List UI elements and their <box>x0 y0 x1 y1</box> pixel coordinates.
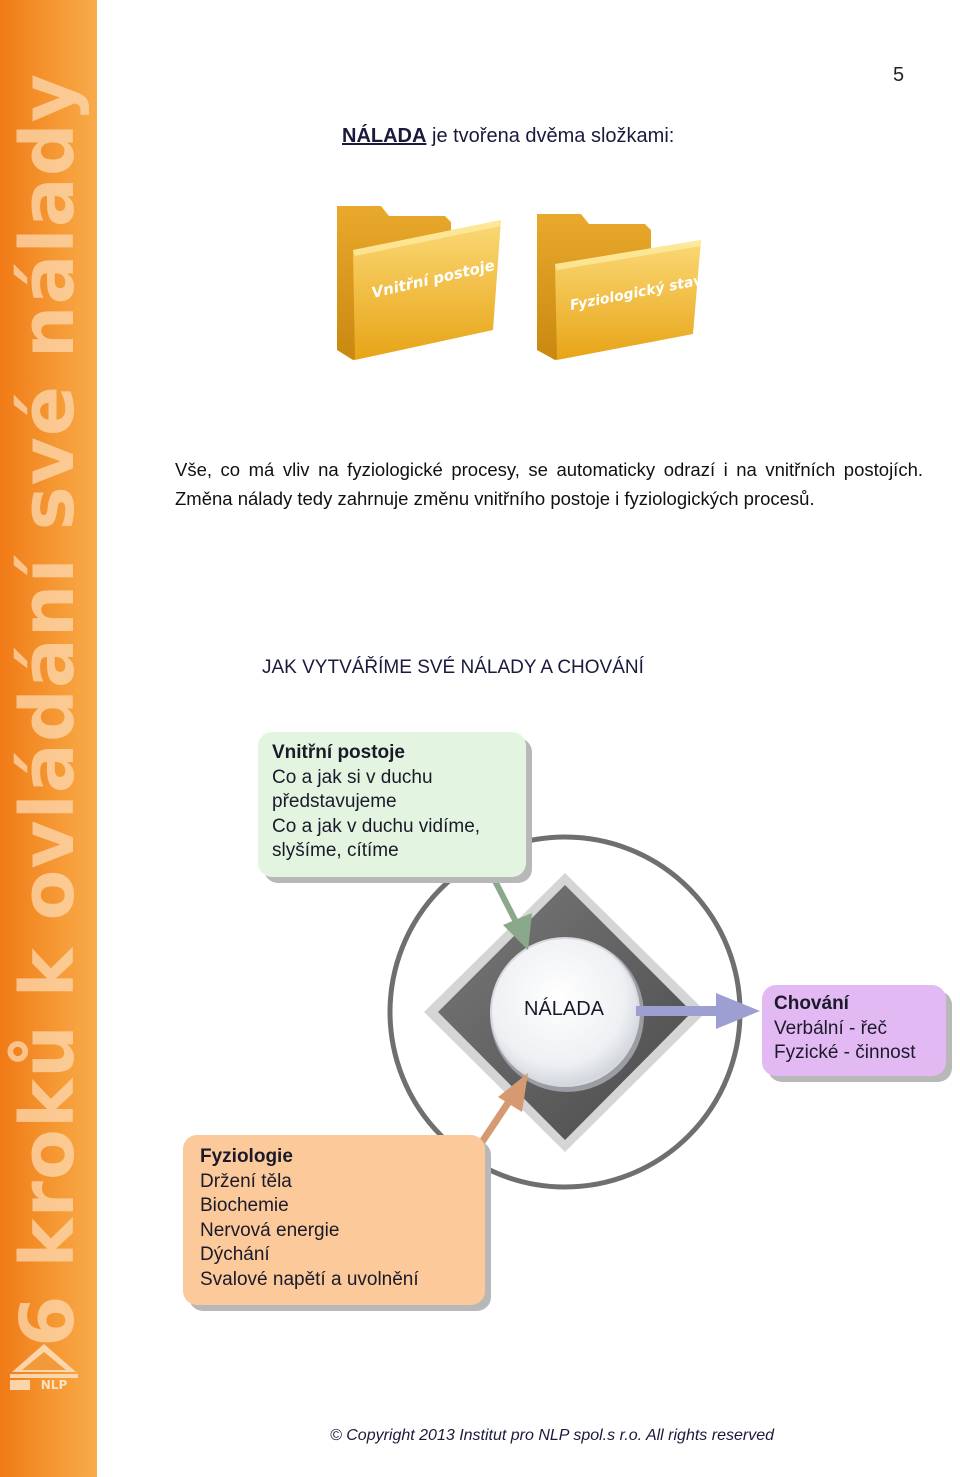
page-number: 5 <box>893 64 905 86</box>
folder-icon-vnitrni: Vnitřní postoje <box>337 206 501 360</box>
box-chovani: Chování Verbální - řeč Fyzické - činnost <box>762 985 946 1076</box>
box-vnitrni-line: Co a jak v duchu vidíme, <box>272 815 481 837</box>
intro-paragraph: Vše, co má vliv na fyziologické procesy,… <box>175 459 923 509</box>
box-fyziologie-line: Biochemie <box>200 1195 289 1216</box>
heading-keyword: NÁLADA <box>342 125 427 147</box>
arrow-vnitrni-to-nalada <box>489 872 532 950</box>
box-fyziologie-line: Dýchání <box>200 1244 270 1265</box>
logo-text: NLP <box>41 1378 68 1392</box>
box-vnitrni-line: Co a jak si v duchu <box>272 766 433 788</box>
box-fyziologie: Fyziologie Držení těla Biochemie Nervová… <box>183 1135 485 1305</box>
sidebar-banner: 6 kroků k ovládání své nálady NLP <box>0 0 97 1477</box>
box-vnitrni-title: Vnitřní postoje <box>272 742 405 763</box>
box-fyziologie-line: Držení těla <box>200 1170 292 1192</box>
section-title: JAK VYTVÁŘÍME SVÉ NÁLADY A CHOVÁNÍ <box>262 657 644 678</box>
center-label-nalada: NÁLADA <box>523 998 605 1020</box>
folder-icon-fyziologicky: Fyziologický stav <box>537 214 705 360</box>
box-fyziologie-title: Fyziologie <box>200 1146 293 1167</box>
box-vnitrni-line: představujeme <box>272 791 397 812</box>
arrow-nalada-to-chovani <box>636 993 760 1029</box>
page-heading: NÁLADA je tvořena dvěma složkami: <box>342 125 674 148</box>
box-fyziologie-line: Svalové napětí a uvolnění <box>200 1268 419 1290</box>
box-chovani-line: Verbální - řeč <box>774 1017 887 1039</box>
institute-logo-icon: NLP <box>10 1344 78 1392</box>
arrow-fyziologie-to-nalada <box>478 1073 528 1146</box>
copyright-footer: © Copyright 2013 Institut pro NLP spol.s… <box>330 1427 774 1444</box>
heading-rest: je tvořena dvěma složkami: <box>426 125 675 147</box>
box-vnitrni-line: slyšíme, cítíme <box>272 840 399 861</box>
box-vnitrni-postoje: Vnitřní postoje Co a jak si v duchu před… <box>258 732 526 877</box>
box-fyziologie-line: Nervová energie <box>200 1219 340 1241</box>
box-chovani-title: Chování <box>774 993 849 1014</box>
box-chovani-line: Fyzické - činnost <box>774 1042 916 1063</box>
